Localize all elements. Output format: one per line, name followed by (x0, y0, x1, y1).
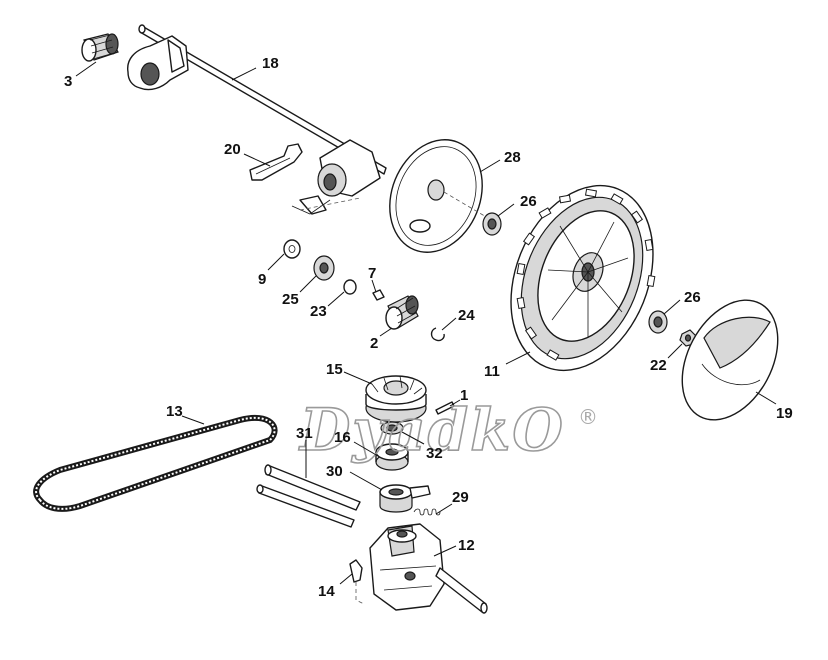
part-26-bearing-lower (648, 310, 668, 334)
label-part-26-upper: 26 (520, 193, 537, 210)
part-24-circlip (430, 327, 445, 342)
label-part-1: 1 (460, 387, 468, 404)
part-19-wheel-cap (681, 299, 779, 421)
label-part-32: 32 (426, 445, 443, 462)
label-part-29: 29 (452, 489, 469, 506)
part-14-fitting (349, 559, 365, 605)
label-part-16: 16 (334, 429, 351, 446)
label-part-2: 2 (370, 335, 378, 352)
part-18-drive-axle (127, 24, 387, 215)
part-16-bearing (375, 443, 409, 471)
label-part-30: 30 (326, 463, 343, 480)
part-30-bush (379, 484, 431, 513)
part-23-ring (343, 279, 357, 295)
part-1-pin (435, 401, 455, 415)
label-part-3: 3 (64, 73, 72, 90)
part-2-pinion (385, 295, 419, 330)
label-part-11: 11 (484, 363, 500, 380)
watermark: DyadkO ® (297, 395, 598, 465)
watermark-registered-mark: ® (578, 405, 598, 429)
watermark-text: DyadkO (298, 396, 565, 464)
label-part-22: 22 (650, 357, 667, 374)
part-11-drive-wheel (510, 184, 656, 372)
part-32-seal (380, 421, 404, 435)
label-part-24: 24 (458, 307, 475, 324)
part-labels: 3 18 20 28 26 9 7 25 23 24 2 26 22 11 19… (64, 55, 793, 600)
part-25-bearing (313, 255, 335, 281)
label-part-23: 23 (310, 303, 327, 320)
label-part-9: 9 (258, 271, 266, 288)
part-28-hub-disc (389, 139, 489, 253)
part-7-key (372, 289, 385, 301)
label-part-12: 12 (458, 537, 475, 554)
label-part-13: 13 (166, 403, 183, 420)
part-29-spring (413, 508, 441, 516)
part-12-gearbox (369, 523, 488, 614)
label-part-28: 28 (504, 149, 521, 166)
part-26-bearing-upper (482, 212, 502, 236)
leader-lines (75, 61, 777, 585)
part-15-pulley (365, 375, 427, 423)
part-3-gear-sleeve (81, 33, 119, 62)
part-9-washer (283, 239, 301, 259)
part-13-v-belt (33, 414, 278, 512)
label-part-19: 19 (776, 405, 793, 422)
label-part-20: 20 (224, 141, 241, 158)
label-part-31: 31 (296, 425, 313, 442)
label-part-25: 25 (282, 291, 299, 308)
part-20-latch-clip (249, 143, 303, 181)
label-part-15: 15 (326, 361, 343, 378)
label-part-18: 18 (262, 55, 279, 72)
label-part-26-lower: 26 (684, 289, 701, 306)
part-31-shaft (256, 464, 361, 528)
label-part-7: 7 (368, 265, 376, 282)
label-part-14: 14 (318, 583, 335, 600)
